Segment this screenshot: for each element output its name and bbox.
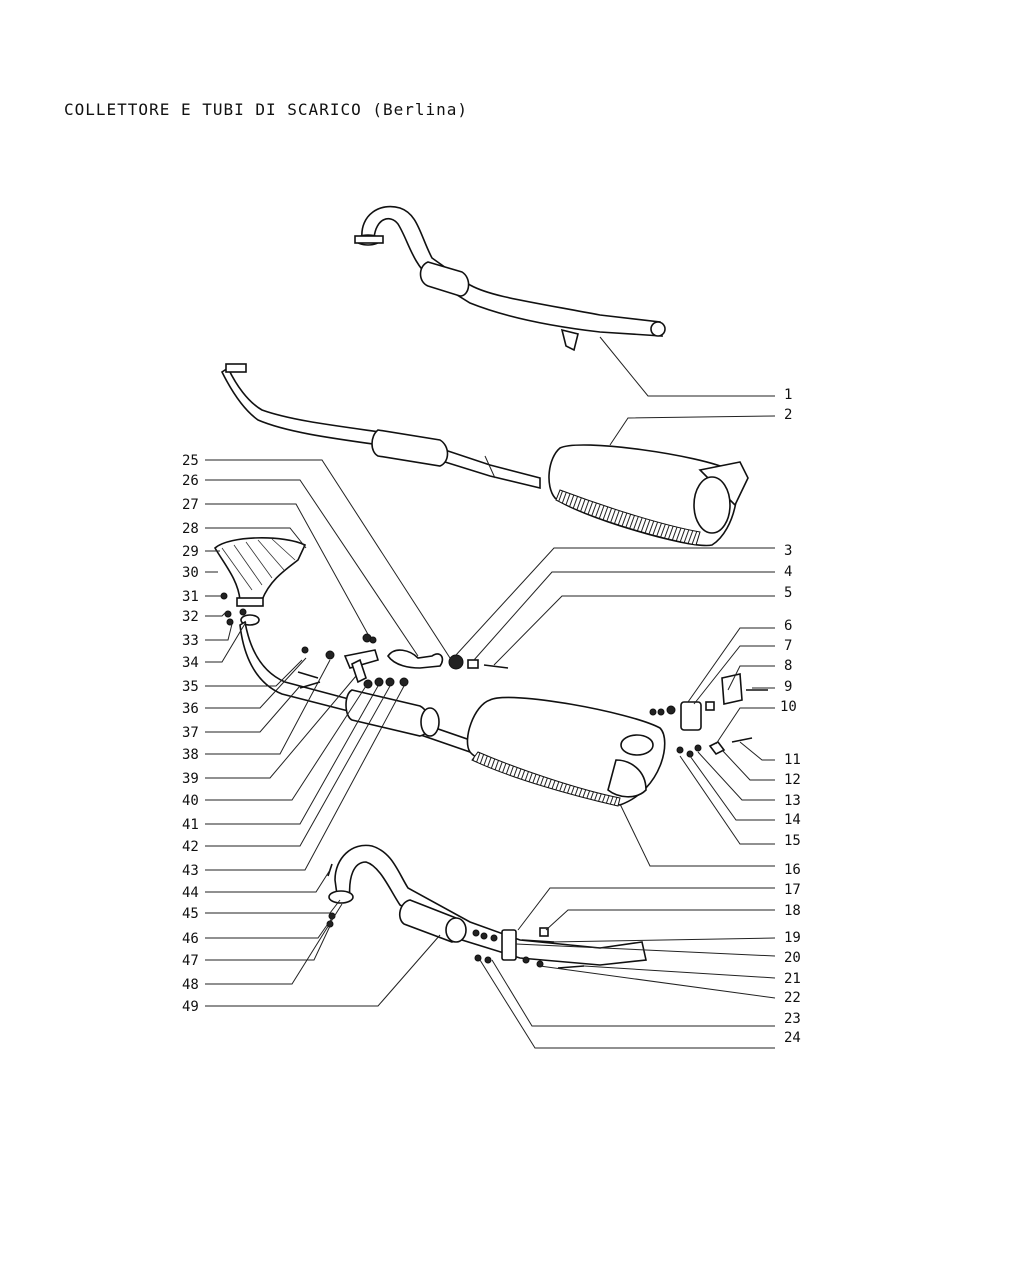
label-46: 46: [182, 931, 199, 947]
label-49: 49: [182, 999, 199, 1015]
label-35: 35: [182, 679, 199, 695]
label-11: 11: [784, 752, 801, 768]
label-36: 36: [182, 701, 199, 717]
page-title: COLLETTORE E TUBI DI SCARICO (Berlina): [64, 100, 469, 119]
label-28: 28: [182, 521, 199, 537]
label-45: 45: [182, 906, 199, 922]
label-5: 5: [784, 585, 792, 601]
part-labels: 1 2 3 4 5 6 7 8 9 10 11 12 13 14 15 16 1…: [182, 387, 801, 1046]
label-44: 44: [182, 885, 199, 901]
label-32: 32: [182, 609, 199, 625]
label-31: 31: [182, 589, 199, 605]
label-29: 29: [182, 544, 199, 560]
label-19: 19: [784, 930, 801, 946]
label-40: 40: [182, 793, 199, 809]
label-6: 6: [784, 618, 792, 634]
label-21: 21: [784, 971, 801, 987]
label-34: 34: [182, 655, 199, 671]
label-41: 41: [182, 817, 199, 833]
label-47: 47: [182, 953, 199, 969]
label-14: 14: [784, 812, 801, 828]
label-8: 8: [784, 658, 792, 674]
label-3: 3: [784, 543, 792, 559]
leader-lines: [205, 336, 776, 1049]
label-48: 48: [182, 977, 199, 993]
label-18: 18: [784, 903, 801, 919]
label-13: 13: [784, 793, 801, 809]
label-15: 15: [784, 833, 801, 849]
label-38: 38: [182, 747, 199, 763]
label-7: 7: [784, 638, 792, 654]
label-22: 22: [784, 990, 801, 1006]
label-12: 12: [784, 772, 801, 788]
label-23: 23: [784, 1011, 801, 1027]
label-1: 1: [784, 387, 792, 403]
label-10: 10: [780, 699, 797, 715]
label-24: 24: [784, 1030, 801, 1046]
label-2: 2: [784, 407, 792, 423]
label-39: 39: [182, 771, 199, 787]
hanger-hardware-part: [649, 673, 768, 758]
label-33: 33: [182, 633, 199, 649]
label-4: 4: [784, 564, 792, 580]
exhaust-manifold-part: [213, 537, 307, 626]
exhaust-pipe-top-part: [354, 205, 666, 352]
label-27: 27: [182, 497, 199, 513]
center-pipe-muffler-part: [239, 620, 666, 807]
label-42: 42: [182, 839, 199, 855]
label-16: 16: [784, 862, 801, 878]
rear-pipe-part: [326, 844, 647, 969]
label-43: 43: [182, 863, 199, 879]
label-17: 17: [784, 882, 801, 898]
label-37: 37: [182, 725, 199, 741]
label-9: 9: [784, 679, 792, 695]
exhaust-pipe-muffler-part: [220, 363, 749, 547]
label-30: 30: [182, 565, 199, 581]
label-25: 25: [182, 453, 199, 469]
label-26: 26: [182, 473, 199, 489]
label-20: 20: [784, 950, 801, 966]
